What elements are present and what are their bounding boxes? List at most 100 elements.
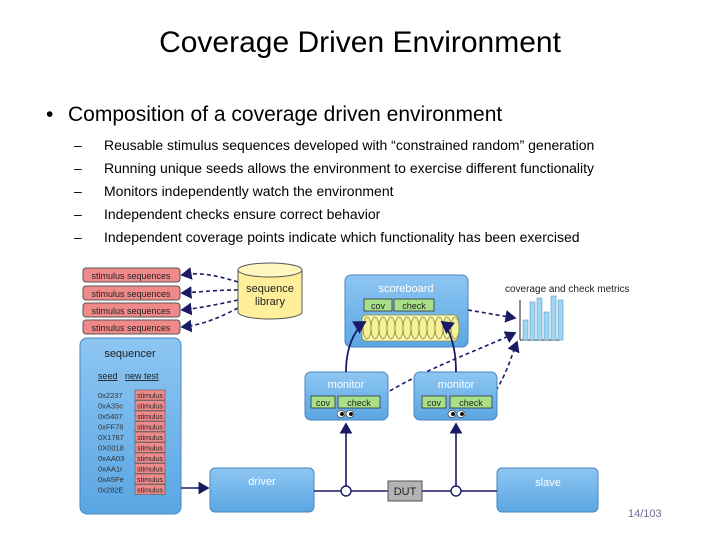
seed-value: 0X1767 xyxy=(98,433,124,442)
main-bullet: • Composition of a coverage driven enviro… xyxy=(46,103,502,127)
scoreboard-queue xyxy=(361,314,460,342)
scoreboard-check-label: check xyxy=(402,301,426,311)
eyes-icon xyxy=(447,410,466,418)
stimulus-sequence-stack: stimulus sequences stimulus sequences st… xyxy=(82,267,181,335)
sub-bullet-list: – Reusable stimulus sequences developed w… xyxy=(74,134,594,249)
stimulus-cell-label: stimulus xyxy=(137,456,163,463)
library-label: library xyxy=(255,296,285,308)
monitor-right-check-label: check xyxy=(459,398,483,408)
monitor-right-cov-box xyxy=(421,395,447,409)
driver: driver xyxy=(209,467,315,513)
page-number: 14/103 xyxy=(628,508,662,520)
monitor-right: monitor cov check xyxy=(413,371,498,421)
stimulus-cell xyxy=(134,463,166,474)
scoreboard-cov-label: cov xyxy=(371,301,386,311)
stimulus-cell xyxy=(134,400,166,411)
seed-value: 0xA5Fe xyxy=(98,475,124,484)
monitor-left-check-box xyxy=(337,395,381,409)
library-label: sequence xyxy=(246,283,294,295)
stimulus-cell-label: stimulus xyxy=(137,393,163,400)
sub-bullet-text: Reusable stimulus sequences developed wi… xyxy=(104,137,595,153)
stimulus-sequence-label: stimulus sequences xyxy=(91,271,171,281)
dut: DUT xyxy=(387,480,423,502)
monitor-right-cov-label: cov xyxy=(427,398,442,408)
stimulus-cell xyxy=(134,452,166,464)
sequencer-label: sequencer xyxy=(104,348,156,360)
stimulus-cell xyxy=(134,473,166,485)
stimulus-cell xyxy=(134,442,166,453)
seed-rows: 0x2237 stimulus 0xA35c stimulus 0x5407 stimul… xyxy=(98,389,166,495)
seed-value: 0xFF78 xyxy=(98,423,123,432)
scoreboard-label: scoreboard xyxy=(378,283,433,295)
stimulus-cell-label: stimulus xyxy=(137,425,163,432)
dash-icon: – xyxy=(74,229,82,245)
bullet-dot-icon: • xyxy=(46,103,54,126)
stimulus-cell xyxy=(134,389,166,401)
stimulus-cell xyxy=(134,484,166,495)
sub-bullet: – Monitors independently watch the enviro… xyxy=(74,180,594,203)
stimulus-sequence-box xyxy=(82,302,181,318)
sub-bullet-text: Independent coverage points indicate whi… xyxy=(104,229,580,245)
seed-value: 0xA35c xyxy=(98,402,123,411)
sub-bullet-text: Monitors independently watch the environ… xyxy=(104,183,394,199)
sub-bullet: – Reusable stimulus sequences developed w… xyxy=(74,134,594,157)
scoreboard-check-box xyxy=(393,298,435,312)
slave: slave xyxy=(496,467,599,513)
monitor-right-label: monitor xyxy=(438,379,475,391)
monitor-left: monitor cov check xyxy=(304,371,389,421)
test-header: new test xyxy=(125,371,159,381)
stimulus-cell-label: stimulus xyxy=(137,446,163,453)
stimulus-cell-label: stimulus xyxy=(137,435,163,442)
library-arrows xyxy=(180,267,239,333)
sub-bullet: – Running unique seeds allows the environ… xyxy=(74,157,594,180)
coverage-metrics-chart: coverage and check metrics xyxy=(505,284,630,341)
eyes-icon xyxy=(336,410,355,418)
main-bullet-text: Composition of a coverage driven environ… xyxy=(68,103,503,126)
dash-icon: – xyxy=(74,183,82,199)
dut-label: DUT xyxy=(394,486,417,498)
monitor-left-cov-box xyxy=(310,395,336,409)
stimulus-sequence-box xyxy=(82,285,181,301)
sub-bullet-text: Running unique seeds allows the environm… xyxy=(104,160,595,176)
stimulus-cell-label: stimulus xyxy=(137,414,163,421)
stimulus-cell-label: stimulus xyxy=(137,404,163,411)
stimulus-cell-label: stimulus xyxy=(137,467,163,474)
sub-bullet-text: Independent checks ensure correct behavi… xyxy=(104,206,381,222)
dash-icon: – xyxy=(74,160,82,176)
monitor-right-check-box xyxy=(449,395,493,409)
monitor-left-cov-label: cov xyxy=(316,398,331,408)
probe-left-icon xyxy=(340,485,352,497)
stimulus-sequence-label: stimulus sequences xyxy=(91,306,171,316)
seed-value: 0X0018 xyxy=(98,444,124,453)
sequence-library: sequence library xyxy=(237,262,303,320)
stimulus-cell xyxy=(134,410,166,422)
stimulus-sequence-label: stimulus sequences xyxy=(91,323,171,333)
stimulus-sequence-label: stimulus sequences xyxy=(91,289,171,299)
driver-label: driver xyxy=(248,476,276,488)
slave-label: slave xyxy=(535,477,561,489)
seed-value: 0xAA1r xyxy=(98,465,123,474)
probe-right-icon xyxy=(450,485,462,497)
stimulus-sequence-box xyxy=(82,267,181,283)
dash-icon: – xyxy=(74,206,82,222)
coverage-metrics-label: coverage and check metrics xyxy=(505,284,630,295)
monitor-left-label: monitor xyxy=(328,379,365,391)
monitor-left-check-label: check xyxy=(347,398,371,408)
seed-value: 0x2237 xyxy=(98,391,123,400)
stimulus-cell-label: stimulus xyxy=(137,477,163,484)
seed-header: seed xyxy=(98,371,118,381)
seed-value: 0xAA03 xyxy=(98,454,124,463)
stimulus-cell xyxy=(134,421,166,432)
sub-bullet: – Independent coverage points indicate wh… xyxy=(74,226,594,249)
scoreboard: scoreboard cov check xyxy=(344,274,469,348)
dash-icon: – xyxy=(74,137,82,153)
seed-value: 0x282E xyxy=(98,486,123,495)
sub-bullet: – Independent checks ensure correct behav… xyxy=(74,203,594,226)
seed-value: 0x5407 xyxy=(98,412,123,421)
stimulus-cell-label: stimulus xyxy=(137,488,163,495)
scoreboard-cov-box xyxy=(363,298,393,312)
monitor-scoreboard-arrows xyxy=(345,320,457,373)
stimulus-sequence-box xyxy=(82,319,181,335)
